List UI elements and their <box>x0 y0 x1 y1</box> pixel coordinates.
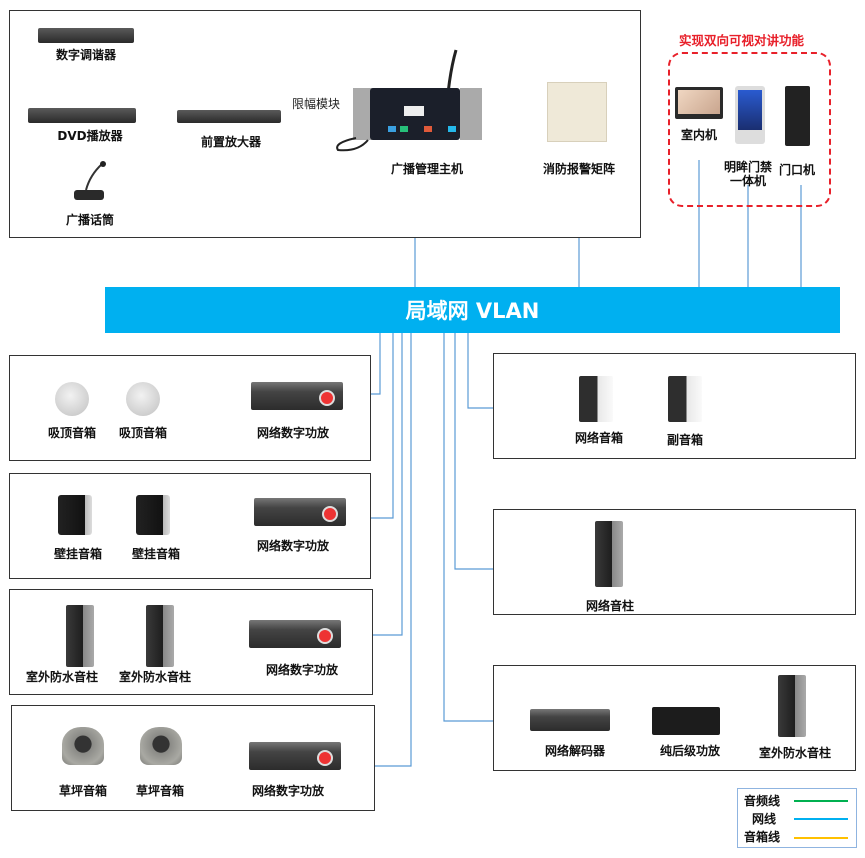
legend-network-label: 网线 <box>752 812 777 826</box>
network-amplifier-icon <box>251 382 343 410</box>
host-label: 广播管理主机 <box>390 162 464 176</box>
network-speaker-icon <box>579 376 613 422</box>
wall-speaker-icon <box>58 495 92 535</box>
power-amplifier-icon <box>652 707 720 735</box>
fire-alarm-label: 消防报警矩阵 <box>542 162 616 176</box>
sub-speaker-label: 副音箱 <box>666 433 704 447</box>
legend-network-swatch <box>794 818 848 820</box>
outdoor-column-speaker-icon <box>778 675 806 737</box>
face-terminal-label-line1: 明眸门禁 <box>723 160 773 174</box>
legend: 音频线 网线 音箱线 <box>737 788 857 848</box>
sub-speaker-icon <box>668 376 702 422</box>
dvd-label: DVD播放器 <box>57 129 123 143</box>
speaker-label: 室外防水音柱 <box>118 670 192 684</box>
outdoor-column-label: 室外防水音柱 <box>758 746 832 760</box>
speaker-label: 壁挂音箱 <box>131 547 181 561</box>
broadcast-host-icon <box>328 48 493 158</box>
intercom-group <box>668 52 831 207</box>
decoder-label: 网络解码器 <box>544 744 606 758</box>
headend-group <box>9 10 641 238</box>
speaker-label: 室外防水音柱 <box>25 670 99 684</box>
legend-speaker-label: 音箱线 <box>744 830 781 844</box>
zone-network-column <box>493 509 856 615</box>
speaker-label: 吸顶音箱 <box>118 426 168 440</box>
preamp-icon <box>177 110 281 123</box>
legend-audio-label: 音频线 <box>744 794 781 808</box>
fire-alarm-matrix-icon <box>547 82 607 142</box>
column-speaker-icon <box>66 605 94 667</box>
network-decoder-icon <box>530 709 610 731</box>
legend-audio-swatch <box>794 800 848 802</box>
speaker-label: 壁挂音箱 <box>53 547 103 561</box>
rack-tuner-icon <box>38 28 134 43</box>
face-terminal-label-line2: 一体机 <box>729 174 767 188</box>
ceiling-speaker-icon <box>55 382 89 416</box>
mic-label: 广播话筒 <box>65 213 115 227</box>
door-station-icon <box>785 86 810 146</box>
face-access-terminal-icon <box>735 86 765 144</box>
legend-speaker-swatch <box>794 837 848 839</box>
amp-label: 网络数字功放 <box>256 426 330 440</box>
speaker-label: 草坪音箱 <box>135 784 185 798</box>
microphone-icon <box>70 160 108 205</box>
network-bus: 局域网 VLAN <box>105 287 840 333</box>
indoor-unit-icon <box>675 87 723 119</box>
network-amplifier-icon <box>249 620 341 648</box>
preamp-label: 前置放大器 <box>200 135 262 149</box>
speaker-label: 吸顶音箱 <box>47 426 97 440</box>
column-speaker-icon <box>146 605 174 667</box>
door-station-label: 门口机 <box>778 163 816 177</box>
indoor-unit-label: 室内机 <box>680 128 718 142</box>
network-amplifier-icon <box>254 498 346 526</box>
lawn-speaker-icon <box>62 727 104 765</box>
amp-label: 网络数字功放 <box>265 663 339 677</box>
speaker-label: 草坪音箱 <box>58 784 108 798</box>
wall-speaker-icon <box>136 495 170 535</box>
network-column-speaker-icon <box>595 521 623 587</box>
limiter-label: 限幅模块 <box>292 97 341 111</box>
tuner-label: 数字调谐器 <box>55 48 117 62</box>
network-speaker-label: 网络音箱 <box>574 431 624 445</box>
power-amp-label: 纯后级功放 <box>659 744 721 758</box>
lawn-speaker-icon <box>140 727 182 765</box>
network-column-label: 网络音柱 <box>585 599 635 613</box>
amp-label: 网络数字功放 <box>256 539 330 553</box>
dvd-player-icon <box>28 108 136 123</box>
intercom-title: 实现双向可视对讲功能 <box>679 33 805 48</box>
ceiling-speaker-icon <box>126 382 160 416</box>
amp-label: 网络数字功放 <box>251 784 325 798</box>
network-amplifier-icon <box>249 742 341 770</box>
